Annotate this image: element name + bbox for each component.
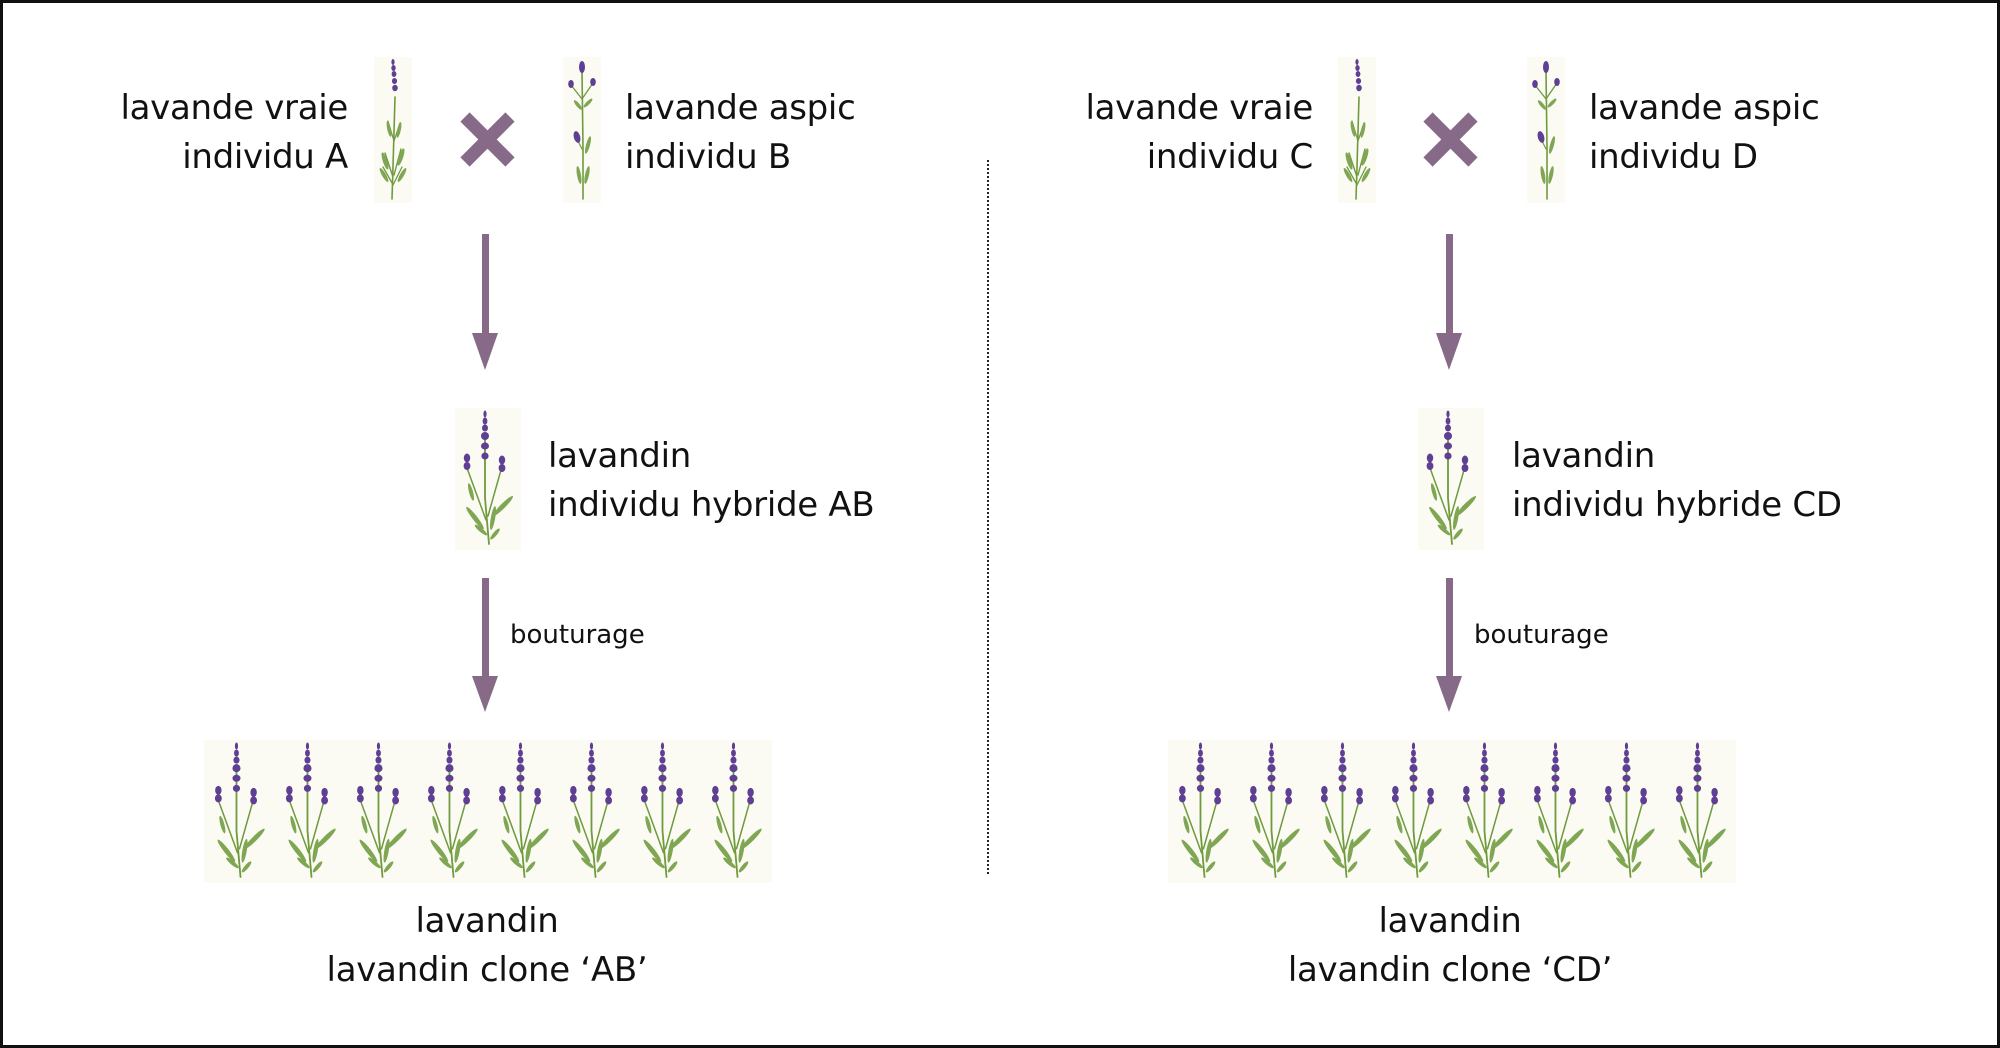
- hybrid-ab-individual: individu hybride AB: [548, 485, 875, 525]
- clone-ab-name: lavandin: [415, 901, 559, 941]
- clone-cd-description: lavandin clone ‘CD’: [1287, 950, 1613, 990]
- parent-a-species: lavande vraie: [120, 88, 349, 128]
- clone-plant-icon: [346, 740, 417, 883]
- hybrid-cd-label: lavandin individu hybride CD: [1512, 432, 1842, 530]
- lavandin-plant-icon: [455, 408, 521, 550]
- hybrid-cd-name: lavandin: [1512, 436, 1655, 476]
- panel-divider: [987, 160, 989, 874]
- clone-plant-icon: [1239, 740, 1310, 883]
- clone-ab-description: lavandin clone ‘AB’: [326, 950, 648, 990]
- clone-plant-icon: [1310, 740, 1381, 883]
- parent-c-species: lavande vraie: [1085, 88, 1314, 128]
- spike-lavender-plant-icon: [1527, 57, 1565, 203]
- parent-a-label: lavande vraie individu A: [100, 84, 349, 182]
- parent-c-label: lavande vraie individu C: [1063, 84, 1314, 182]
- clone-plant-icon: [1523, 740, 1594, 883]
- clone-plant-icon: [1381, 740, 1452, 883]
- clone-cd-label: lavandin lavandin clone ‘CD’: [1250, 897, 1650, 995]
- parent-d-label: lavande aspic individu D: [1589, 84, 1820, 182]
- parent-c-individual: individu C: [1146, 137, 1314, 177]
- parent-b-species: lavande aspic: [625, 88, 856, 128]
- parent-b-label: lavande aspic individu B: [625, 84, 856, 182]
- clone-plant-icon: [1594, 740, 1665, 883]
- lavandin-plant-icon: [1418, 408, 1484, 550]
- cutting-label: bouturage: [1474, 620, 1609, 650]
- parent-d-species: lavande aspic: [1589, 88, 1820, 128]
- clone-plant-icon: [701, 740, 772, 883]
- clone-cd-name: lavandin: [1378, 901, 1522, 941]
- clone-plant-icon: [1168, 740, 1239, 883]
- clone-ab-label: lavandin lavandin clone ‘AB’: [287, 897, 687, 995]
- clone-plant-icon: [488, 740, 559, 883]
- clone-row-cd: [1168, 740, 1736, 883]
- parent-d-individual: individu D: [1589, 137, 1758, 177]
- clone-plant-icon: [417, 740, 488, 883]
- clone-row-ab: [204, 740, 772, 883]
- clone-plant-icon: [1452, 740, 1523, 883]
- clone-plant-icon: [1665, 740, 1736, 883]
- true-lavender-plant-icon: [1338, 57, 1376, 203]
- cutting-label: bouturage: [510, 620, 645, 650]
- clone-plant-icon: [559, 740, 630, 883]
- parent-b-individual: individu B: [625, 137, 791, 177]
- clone-plant-icon: [275, 740, 346, 883]
- parent-a-individual: individu A: [182, 137, 348, 177]
- hybrid-ab-label: lavandin individu hybride AB: [548, 432, 875, 530]
- spike-lavender-plant-icon: [563, 57, 601, 203]
- hybrid-cd-individual: individu hybride CD: [1512, 485, 1842, 525]
- hybrid-ab-name: lavandin: [548, 436, 691, 476]
- true-lavender-plant-icon: [374, 57, 412, 203]
- clone-plant-icon: [204, 740, 275, 883]
- clone-plant-icon: [630, 740, 701, 883]
